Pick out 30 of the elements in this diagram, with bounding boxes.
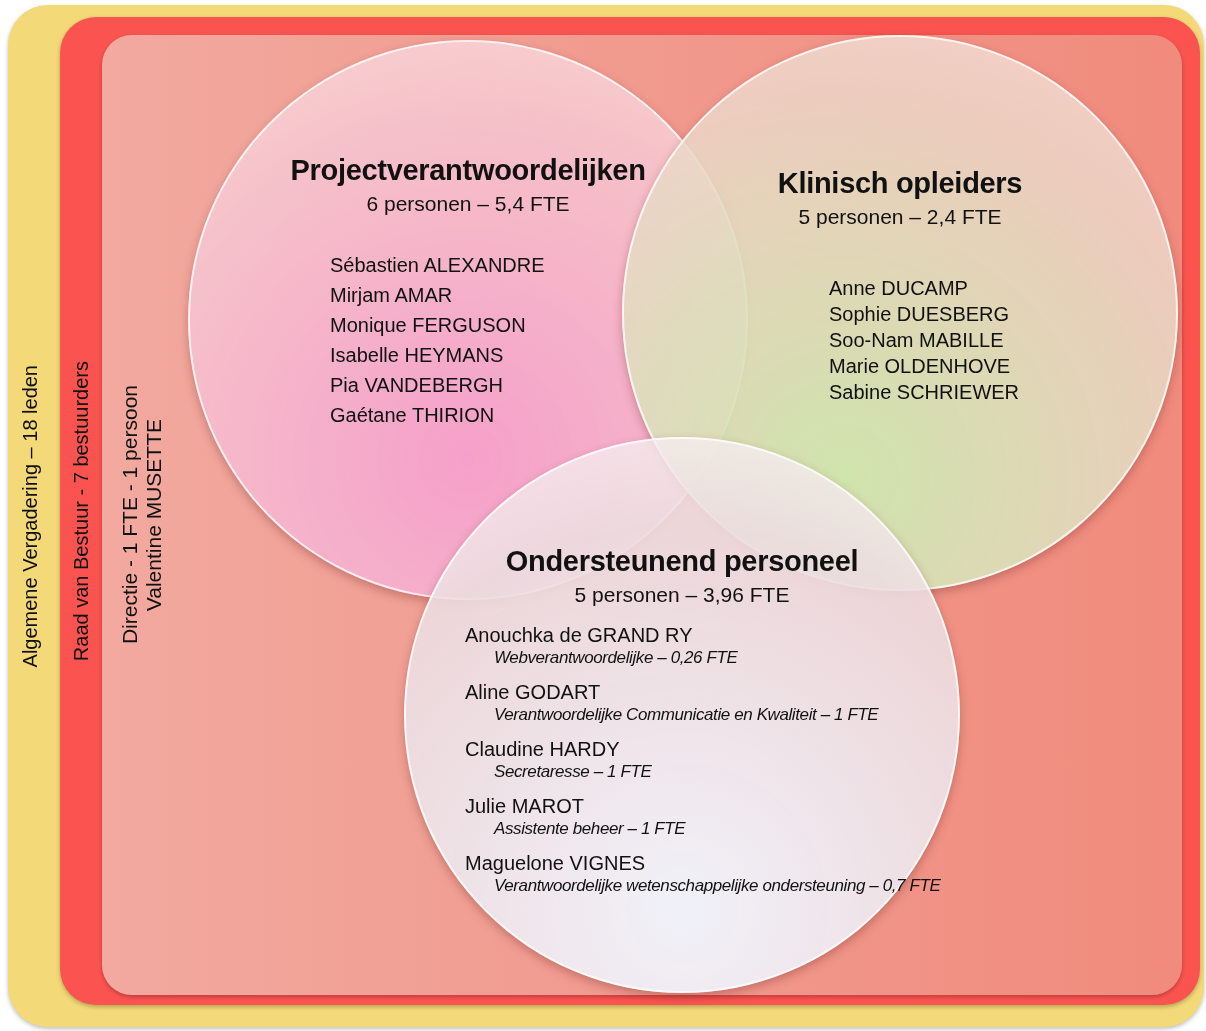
rotated-heading: Directie - 1 FTE - 1 persoon: [117, 385, 142, 645]
person-name: Pia VANDEBERGH: [330, 374, 503, 397]
person-name: Valentine MUSETTE: [142, 418, 166, 612]
person-name: Gaétane THIRION: [330, 404, 495, 427]
rotated-heading: Raad van Bestuur - 7 bestuurders: [69, 360, 93, 662]
person-name: Maguelone VIGNES: [465, 852, 646, 875]
person-name: Sophie DUESBERG: [829, 303, 1010, 326]
person-name: Sabine SCHRIEWER: [829, 381, 1020, 404]
person-name: Aline GODART: [465, 681, 601, 704]
person-name: Anouchka de GRAND RY: [465, 624, 693, 647]
headcount-text: 6 personen – 5,4 FTE: [365, 192, 571, 216]
role-text: Verantwoordelijke Communicatie en Kwaliteit – 1 FTE: [494, 705, 879, 725]
headcount-text: 5 personen – 2,4 FTE: [797, 205, 1003, 229]
person-name: Anne DUCAMP: [829, 277, 968, 300]
role-text: Assistente beheer – 1 FTE: [494, 819, 686, 839]
person-name: Julie MAROT: [465, 795, 584, 818]
group-heading: Projectverantwoordelijken: [289, 154, 647, 187]
person-name: Marie OLDENHOVE: [829, 355, 1011, 378]
group-heading: Ondersteunend personeel: [504, 545, 860, 578]
role-text: Webverantwoordelijke – 0,26 FTE: [494, 648, 738, 668]
headcount-text: 5 personen – 3,96 FTE: [573, 583, 791, 607]
person-name: Soo-Nam MABILLE: [829, 329, 1004, 352]
person-name: Mirjam AMAR: [330, 284, 453, 307]
person-name: Sébastien ALEXANDRE: [330, 254, 545, 277]
rotated-heading: Algemene Vergadering – 18 leden: [18, 364, 42, 668]
role-text: Verantwoordelijke wetenschappelijke ondersteuning – 0,7 FTE: [494, 876, 941, 896]
person-name: Claudine HARDY: [465, 738, 620, 761]
role-text: Secretaresse – 1 FTE: [494, 762, 652, 782]
person-name: Monique FERGUSON: [330, 314, 526, 337]
person-name: Isabelle HEYMANS: [330, 344, 504, 367]
